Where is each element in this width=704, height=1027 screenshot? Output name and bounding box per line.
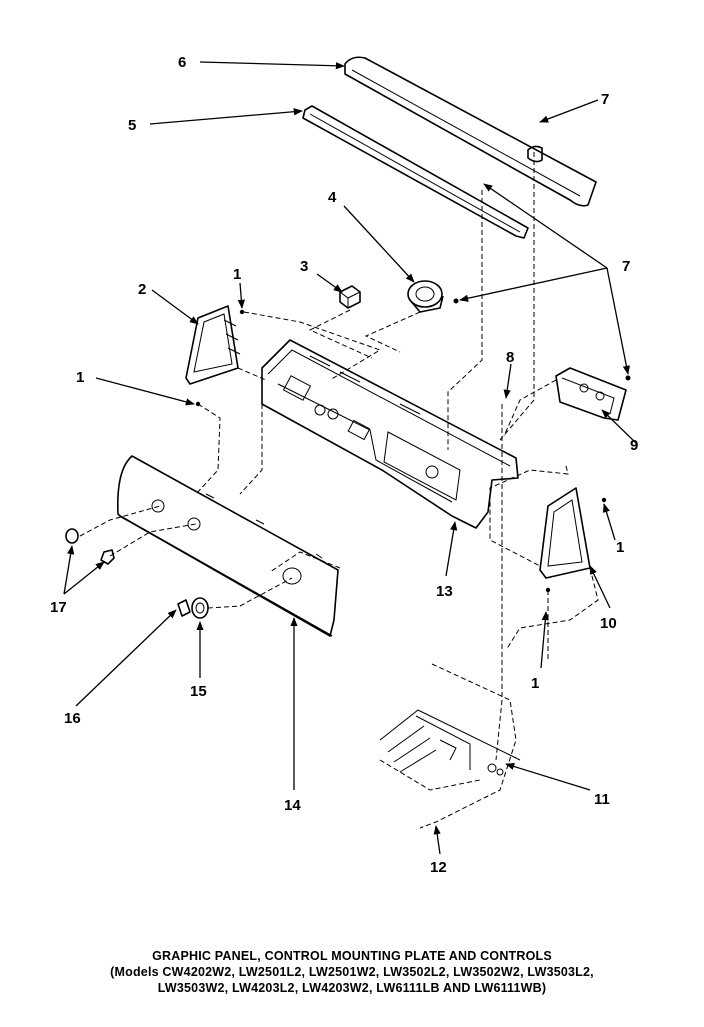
selector-switch: [407, 280, 459, 313]
graphic-panel: [116, 455, 339, 637]
caption-models-line-2: LW3503W2, LW4203L2, LW4203W2, LW6111LB A…: [157, 981, 547, 995]
callout-17: 17: [50, 599, 67, 616]
control-mounting-plate: [261, 339, 519, 529]
assembly-guide-lines: [79, 152, 599, 761]
callout-1-bottom: 1: [531, 675, 539, 692]
right-end-cap: [539, 487, 607, 593]
callout-2: 2: [138, 281, 146, 298]
exploded-parts-diagram: 6 5 7 4 7 3 1 2 1 8 9 1 13 17 10 1 15 16…: [50, 54, 638, 876]
callout-10: 10: [600, 615, 617, 632]
callout-14: 14: [284, 797, 301, 814]
caption-title: GRAPHIC PANEL, CONTROL MOUNTING PLATE AN…: [152, 949, 552, 963]
callout-6: 6: [178, 54, 186, 71]
control-knob: [191, 597, 209, 619]
callout-5: 5: [128, 117, 136, 134]
console-base: [379, 663, 521, 829]
callout-12: 12: [430, 859, 447, 876]
callout-9: 9: [630, 437, 638, 454]
callout-7-top: 7: [601, 91, 609, 108]
callout-4: 4: [328, 189, 337, 206]
knob-insert: [177, 599, 191, 617]
callout-8: 8: [506, 349, 514, 366]
push-buttons: [65, 528, 115, 565]
seal-strip: [302, 105, 529, 239]
top-trim-cover: [344, 56, 597, 207]
callout-13: 13: [436, 583, 453, 600]
push-switch: [339, 285, 361, 309]
callout-3: 3: [300, 258, 308, 275]
callout-1-right: 1: [616, 539, 624, 556]
callout-15: 15: [190, 683, 207, 700]
leader-arrows: [63, 61, 638, 855]
callout-1-top: 1: [233, 266, 241, 283]
caption-models-line-1: (Models CW4202W2, LW2501L2, LW2501W2, LW…: [110, 965, 594, 979]
callout-16: 16: [64, 710, 81, 727]
callout-7-right: 7: [622, 258, 630, 275]
figure-caption: GRAPHIC PANEL, CONTROL MOUNTING PLATE AN…: [0, 948, 704, 996]
left-end-cap: [185, 305, 245, 407]
callout-1-left: 1: [76, 369, 84, 386]
callout-11: 11: [594, 791, 610, 808]
timer: [555, 367, 631, 421]
